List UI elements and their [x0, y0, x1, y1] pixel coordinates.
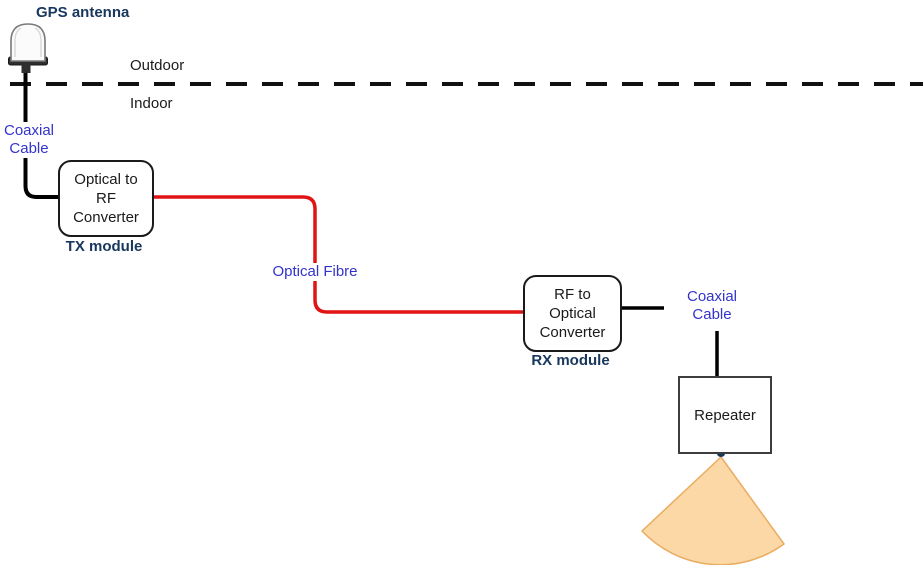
- repeater-box: Repeater: [678, 376, 772, 454]
- gps-antenna-label: GPS antenna: [36, 4, 130, 21]
- coaxial-cable-left-label: Coaxial Cable: [0, 122, 58, 158]
- coaxial-cable-left-line: [23, 68, 58, 199]
- tx-converter-box: Optical to RF Converter: [58, 160, 154, 237]
- optical-fibre-label: Optical Fibre: [256, 263, 374, 281]
- gps-antenna-icon: [8, 23, 48, 73]
- tx-module-label: TX module: [65, 238, 143, 255]
- rx-module-label: RX module: [531, 352, 610, 369]
- repeater-coverage-fan: [641, 456, 785, 565]
- tx-converter-box-label: Optical to RF Converter: [73, 171, 139, 226]
- rx-converter-box-label: RF to Optical Converter: [539, 286, 606, 341]
- indoor-label: Indoor: [130, 95, 173, 112]
- coaxial-cable-right-label: Coaxial Cable: [664, 288, 760, 324]
- repeater-box-label: Repeater: [694, 406, 756, 424]
- optical-fibre-line: [150, 195, 523, 314]
- rx-converter-box: RF to Optical Converter: [523, 275, 622, 352]
- outdoor-label: Outdoor: [130, 57, 185, 74]
